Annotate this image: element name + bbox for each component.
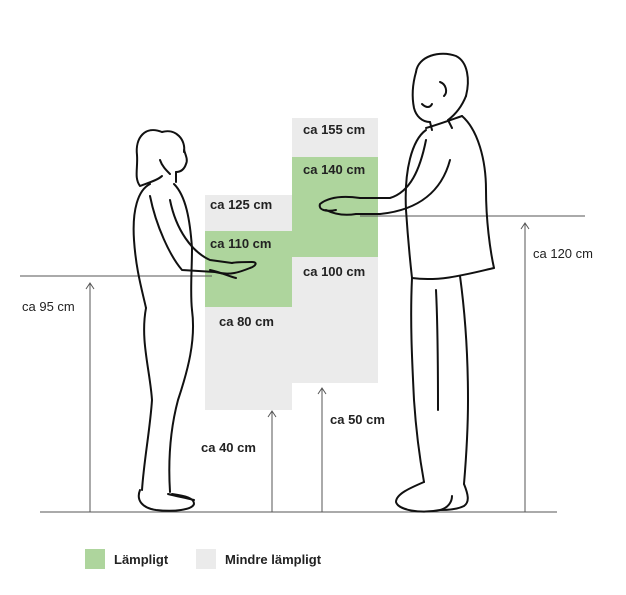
right-top-label: ca 155 cm — [303, 122, 366, 137]
left-zone-less-suitable-bottom — [205, 307, 292, 410]
legend-suitable-label: Lämpligt — [114, 552, 169, 567]
right-zone-less-suitable-top — [292, 118, 378, 157]
right-base-label: ca 50 cm — [330, 412, 385, 427]
legend-less-suitable-label: Mindre lämpligt — [225, 552, 322, 567]
right-lower-label: ca 100 cm — [303, 264, 366, 279]
left-lower-label: ca 80 cm — [219, 314, 274, 329]
right-upper-label: ca 140 cm — [303, 162, 366, 177]
left-upper-label: ca 110 cm — [210, 236, 272, 251]
left-top-label: ca 125 cm — [210, 197, 273, 212]
legend-less-suitable-swatch — [196, 549, 216, 569]
right-zone-suitable — [292, 157, 378, 257]
man-elbow-label: ca 120 cm — [533, 246, 593, 261]
left-zone-less-suitable-top — [205, 195, 292, 231]
legend-suitable-swatch — [85, 549, 105, 569]
left-base-label: ca 40 cm — [201, 440, 256, 455]
woman-figure — [132, 129, 257, 512]
right-zone-less-suitable-bottom — [292, 257, 378, 383]
woman-elbow-label: ca 95 cm — [22, 299, 75, 314]
man-figure — [318, 52, 495, 513]
